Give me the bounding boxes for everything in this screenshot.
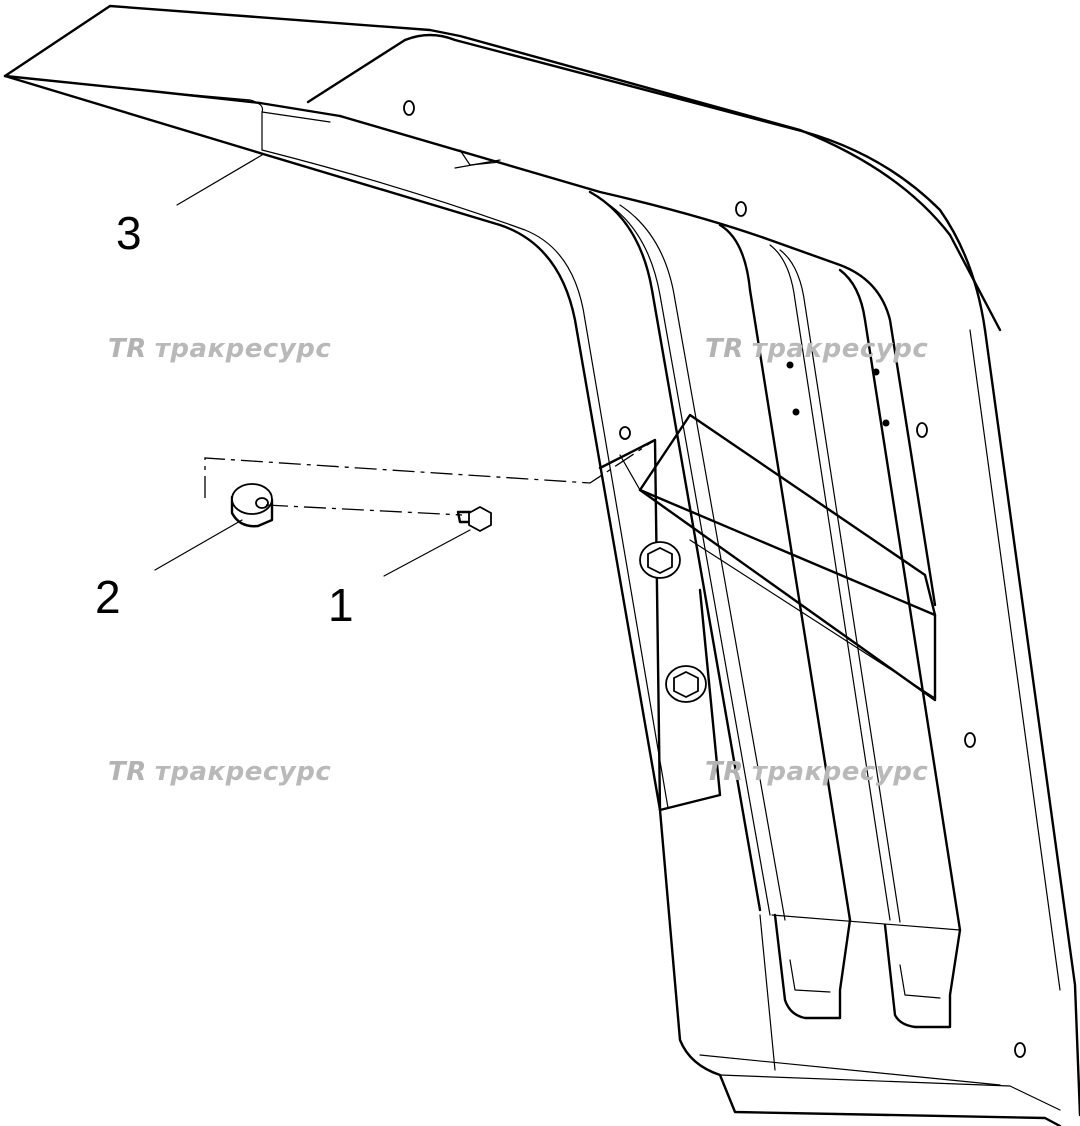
leader-lines: [154, 154, 471, 577]
assembly-lines: [204, 439, 656, 516]
watermark-logo: TR: [108, 757, 147, 787]
bolt-part-1: [456, 505, 492, 533]
callout-1: 1: [328, 579, 354, 631]
callout-2: 2: [95, 571, 121, 623]
fender-part-3: [3, 4, 1080, 1126]
watermark-text: тракресурс: [154, 334, 332, 364]
watermark-logo: TR: [705, 757, 744, 787]
watermark-logo: TR: [108, 334, 147, 364]
spacer-part-2: [230, 483, 274, 528]
installed-bolts: [639, 541, 707, 703]
watermark-logo: TR: [705, 334, 744, 364]
watermark-text: тракресурс: [751, 757, 929, 787]
watermark-text: тракресурс: [154, 757, 332, 787]
callout-3: 3: [116, 207, 142, 259]
mounting-holes: [403, 100, 1026, 1058]
watermark-text: тракресурс: [751, 334, 929, 364]
